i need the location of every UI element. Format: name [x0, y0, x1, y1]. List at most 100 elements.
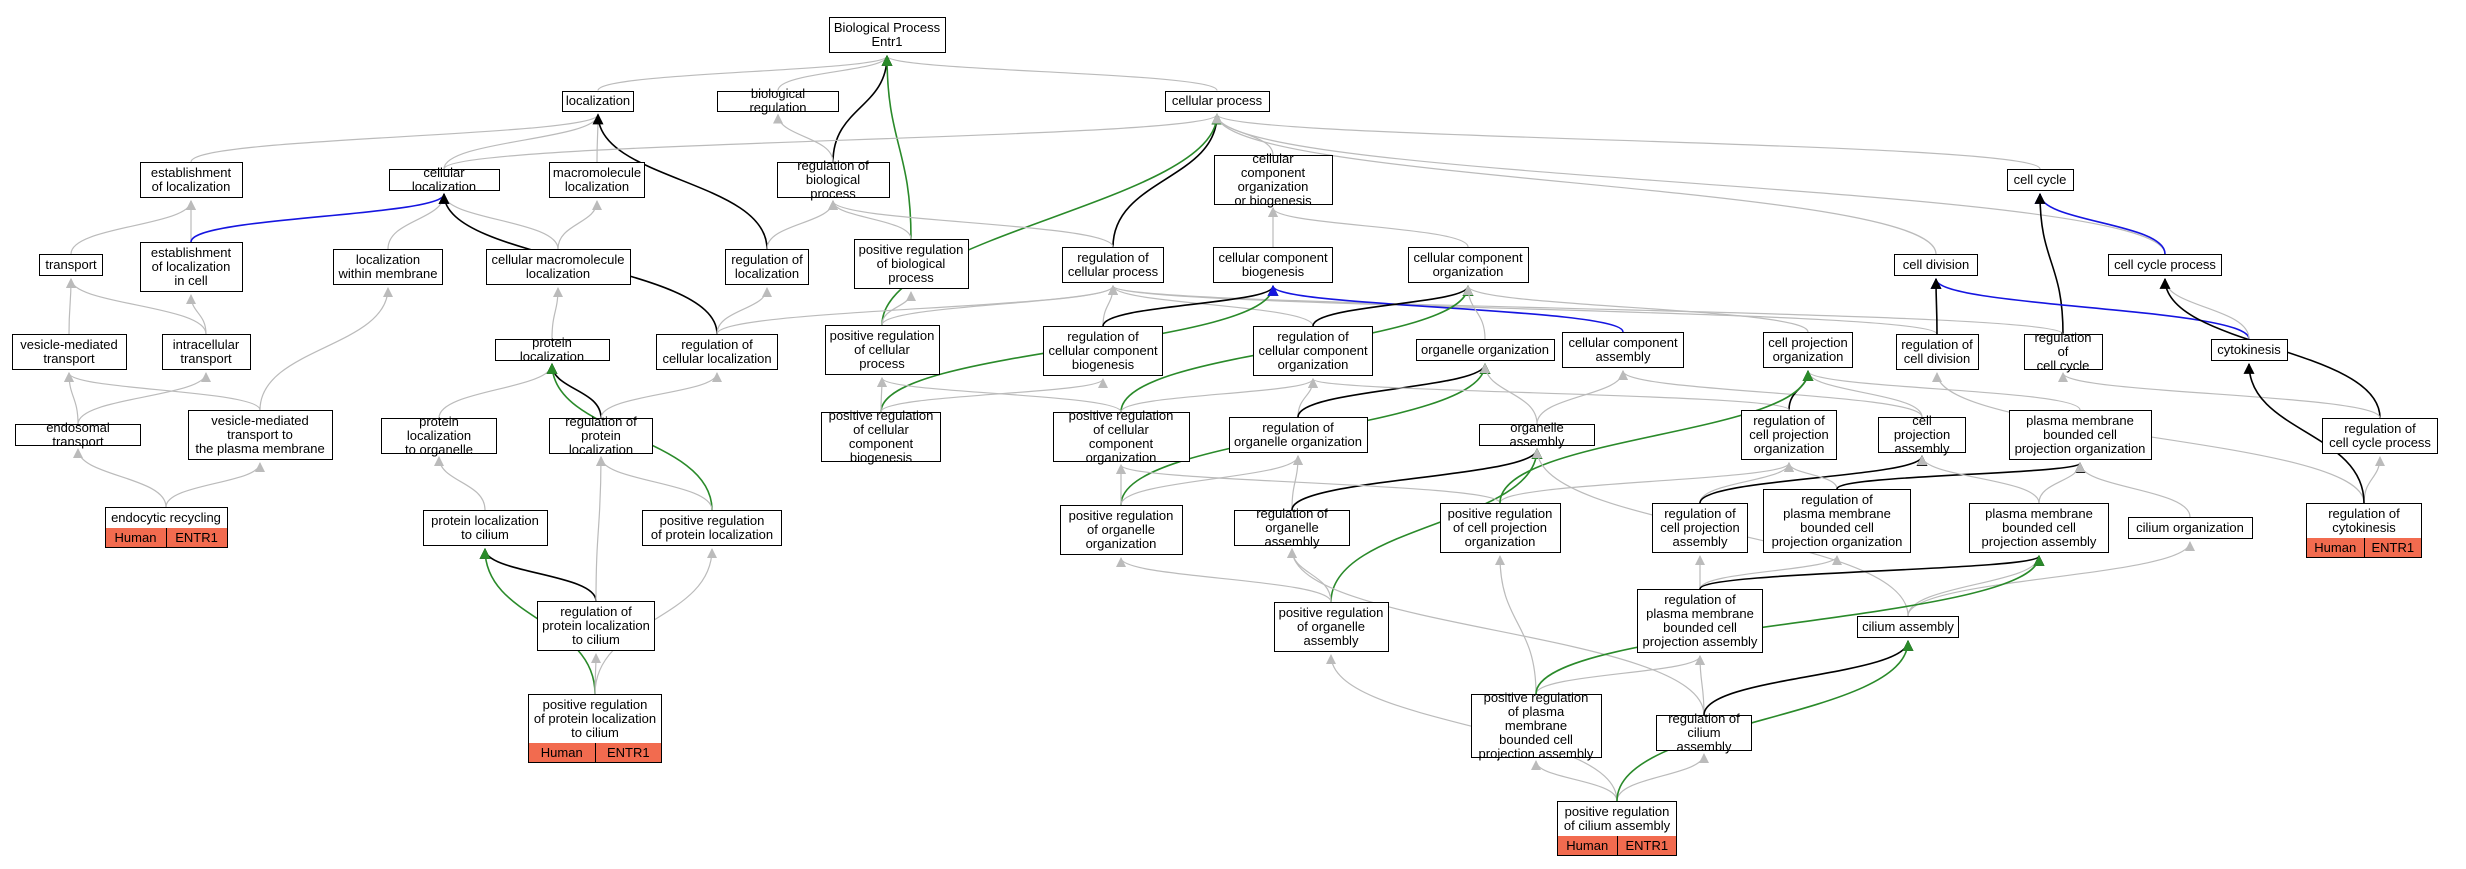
- edge-is-a-regcellloc-to-regcp: [716, 285, 1118, 335]
- go-term-protloccil[interactable]: protein localization to cilium: [422, 510, 548, 546]
- go-term-regorgorg[interactable]: regulation of organelle organization: [1228, 417, 1368, 453]
- go-term-pmbcpa[interactable]: plasma membrane bounded cell projection …: [1969, 503, 2109, 553]
- go-term-regbp[interactable]: regulation of biological process: [776, 159, 890, 201]
- edge-is-a-posregprotloc-to-regprotloc: [596, 456, 713, 511]
- edge-positively-regulates-posregcilassem-to-cilassem: [1616, 639, 1914, 802]
- go-term-regccbio[interactable]: regulation of cellular component biogene…: [1043, 326, 1163, 376]
- go-term-endorec[interactable]: endocytic recycling: [104, 507, 228, 529]
- go-term-regcpo[interactable]: regulation of cell projection organizati…: [1741, 410, 1837, 460]
- go-term-cc[interactable]: cell cycle: [2006, 169, 2074, 191]
- go-term-regorgassem[interactable]: regulation of organelle assembly: [1234, 507, 1350, 549]
- go-term-vesmedpm[interactable]: vesicle-mediated transport to the plasma…: [187, 410, 333, 460]
- annotation-organism: Human: [114, 530, 157, 546]
- go-term-orgorg[interactable]: organelle organization: [1415, 339, 1555, 361]
- go-term-posregorgassem[interactable]: positive regulation of organelle assembl…: [1273, 602, 1389, 652]
- edge-regulates-regorgorg-to-orgorg: [1297, 362, 1491, 418]
- go-term-posregccorg[interactable]: positive regulation of cellular componen…: [1052, 409, 1190, 465]
- go-term-regprotloccil[interactable]: regulation of protein localization to ci…: [537, 601, 655, 651]
- go-term-bp[interactable]: Biological Process Entr1: [828, 17, 946, 53]
- edge-is-a-locmem-to-cellloc: [387, 193, 449, 250]
- go-term-ccorg[interactable]: cellular component organization: [1407, 247, 1529, 283]
- edge-is-a-ccob-to-cp: [1212, 113, 1274, 156]
- go-term-bioreg[interactable]: biological regulation: [717, 87, 839, 115]
- go-term-posregccbio[interactable]: positive regulation of cellular componen…: [821, 409, 941, 465]
- go-term-cytok[interactable]: cytokinesis: [2210, 339, 2288, 361]
- go-term-protlocorg[interactable]: protein localization to organelle: [381, 415, 497, 457]
- annotation-gene: ENTR1: [2363, 538, 2422, 558]
- go-term-ccbio[interactable]: cellular component biogenesis: [1213, 247, 1333, 283]
- go-term-cpassem[interactable]: cell projection assembly: [1878, 414, 1966, 456]
- go-term-posregcilassem[interactable]: positive regulation of cilium assembly: [1557, 801, 1677, 837]
- go-term-regcytok[interactable]: regulation of cytokinesis: [2306, 503, 2422, 539]
- go-term-cmacloc[interactable]: cellular macromolecule localization: [485, 249, 631, 285]
- edge-is-a-pmbcpa-to-cpassem: [1917, 455, 2040, 504]
- edge-regulates-regcp-to-cp: [1112, 113, 1223, 248]
- go-term-loc[interactable]: localization: [562, 90, 634, 112]
- edge-is-a-cellloc-to-cp: [443, 113, 1222, 170]
- go-term-cp[interactable]: cellular process: [1164, 90, 1270, 112]
- go-term-posregprotloccil[interactable]: positive regulation of protein localizat…: [528, 694, 662, 744]
- edge-is-a-posregcpo-to-regcpo: [1499, 462, 1794, 504]
- edge-is-a-vesmedpm-to-vesmed: [64, 372, 261, 411]
- go-term-ccob[interactable]: cellular component organization or bioge…: [1213, 152, 1333, 208]
- go-term-cpo[interactable]: cell projection organization: [1763, 332, 1853, 368]
- go-term-cilassem[interactable]: cilium assembly: [1857, 616, 1959, 638]
- go-term-orgassem[interactable]: organelle assembly: [1479, 421, 1595, 449]
- edge-is-a-posregccorg-to-regccorg: [1120, 378, 1318, 413]
- go-term-regccp[interactable]: regulation of cell cycle process: [2322, 418, 2438, 454]
- edge-is-a-regpmbcpa-to-regpmbcpo: [1699, 555, 1842, 590]
- go-term-estloccell[interactable]: establishment of localization in cell: [139, 242, 243, 292]
- edge-positively-regulates-posregbp-to-bp: [881, 54, 912, 240]
- edge-is-a-ccorg-to-ccob: [1268, 207, 1469, 248]
- edge-is-a-regpmbcpo-to-regcpo: [1784, 462, 1838, 490]
- go-term-regcellloc[interactable]: regulation of cellular localization: [656, 334, 778, 370]
- go-term-ccassem[interactable]: cellular component assembly: [1562, 332, 1684, 368]
- edge-is-a-cytok-to-ccproc: [2160, 278, 2250, 340]
- go-term-regpmbcpa[interactable]: regulation of plasma membrane bounded ce…: [1637, 589, 1763, 653]
- edge-is-a-regccp-to-regcc: [2058, 372, 2381, 419]
- edge-is-a-regcellloc-to-regloc: [716, 287, 772, 335]
- go-term-posregcp[interactable]: positive regulation of cellular process: [824, 325, 940, 375]
- edge-is-a-regcp-to-regbp: [828, 200, 1114, 248]
- go-term-regcpassem[interactable]: regulation of cell projection assembly: [1652, 503, 1748, 553]
- go-term-posregpmbcpa[interactable]: positive regulation of plasma membrane b…: [1470, 691, 1602, 761]
- edge-is-a-cilassem-to-pmbcpa: [1907, 555, 2044, 617]
- go-term-macloc[interactable]: macromolecule localization: [549, 162, 645, 198]
- go-term-posregprotloc[interactable]: positive regulation of protein localizat…: [642, 510, 782, 546]
- go-term-intra[interactable]: intracellular transport: [161, 334, 251, 370]
- go-term-ccproc[interactable]: cell cycle process: [2108, 254, 2222, 276]
- go-term-celldiv[interactable]: cell division: [1894, 254, 1978, 276]
- go-term-locmem[interactable]: localization within membrane: [333, 249, 443, 285]
- edge-is-a-cellloc-to-loc: [443, 113, 603, 170]
- go-term-regcelldiv[interactable]: regulation of cell division: [1895, 334, 1979, 370]
- go-term-transport[interactable]: transport: [39, 254, 103, 276]
- go-term-regpmbcpo[interactable]: regulation of plasma membrane bounded ce…: [1763, 489, 1911, 553]
- go-term-posregcpo[interactable]: positive regulation of cell projection o…: [1439, 503, 1561, 553]
- edge-is-a-posregcp-to-posregbp: [881, 291, 916, 326]
- go-term-cilorg[interactable]: cilium organization: [2127, 517, 2253, 539]
- go-term-estloc[interactable]: establishment of localization: [139, 162, 243, 198]
- go-term-posregorgorg[interactable]: positive regulation of organelle organiz…: [1059, 505, 1183, 555]
- edge-regulates-regloc-to-loc: [592, 113, 768, 250]
- go-term-pmbcpo[interactable]: plasma membrane bounded cell projection …: [2008, 410, 2152, 460]
- edge-part-of-estloccell-to-cellloc: [190, 192, 450, 243]
- annotation-organism: Human: [540, 745, 583, 761]
- go-term-protloc[interactable]: protein localization: [494, 336, 610, 364]
- go-term-cellloc[interactable]: cellular localization: [388, 166, 500, 194]
- edge-layer: [64, 54, 2385, 802]
- go-term-regloc[interactable]: regulation of localization: [725, 249, 809, 285]
- edge-is-a-posregccbio-to-regccbio: [880, 378, 1108, 413]
- edge-is-a-regcytok-to-regccp: [2363, 456, 2385, 504]
- go-term-vesmed[interactable]: vesicle-mediated transport: [11, 334, 127, 370]
- go-term-regcilassem[interactable]: regulation of cilium assembly: [1656, 712, 1752, 754]
- go-term-endo[interactable]: endosomal transport: [15, 421, 141, 449]
- go-term-regcp[interactable]: regulation of cellular process: [1062, 247, 1164, 283]
- go-term-regcc[interactable]: regulation of cell cycle: [2023, 331, 2103, 373]
- edge-regulates-regorgassem-to-orgassem: [1291, 447, 1543, 511]
- go-term-posregbp[interactable]: positive regulation of biological proces…: [853, 239, 969, 289]
- go-term-regccorg[interactable]: regulation of cellular component organiz…: [1253, 326, 1373, 376]
- go-term-regprotloc[interactable]: regulation of protein localization: [549, 415, 653, 457]
